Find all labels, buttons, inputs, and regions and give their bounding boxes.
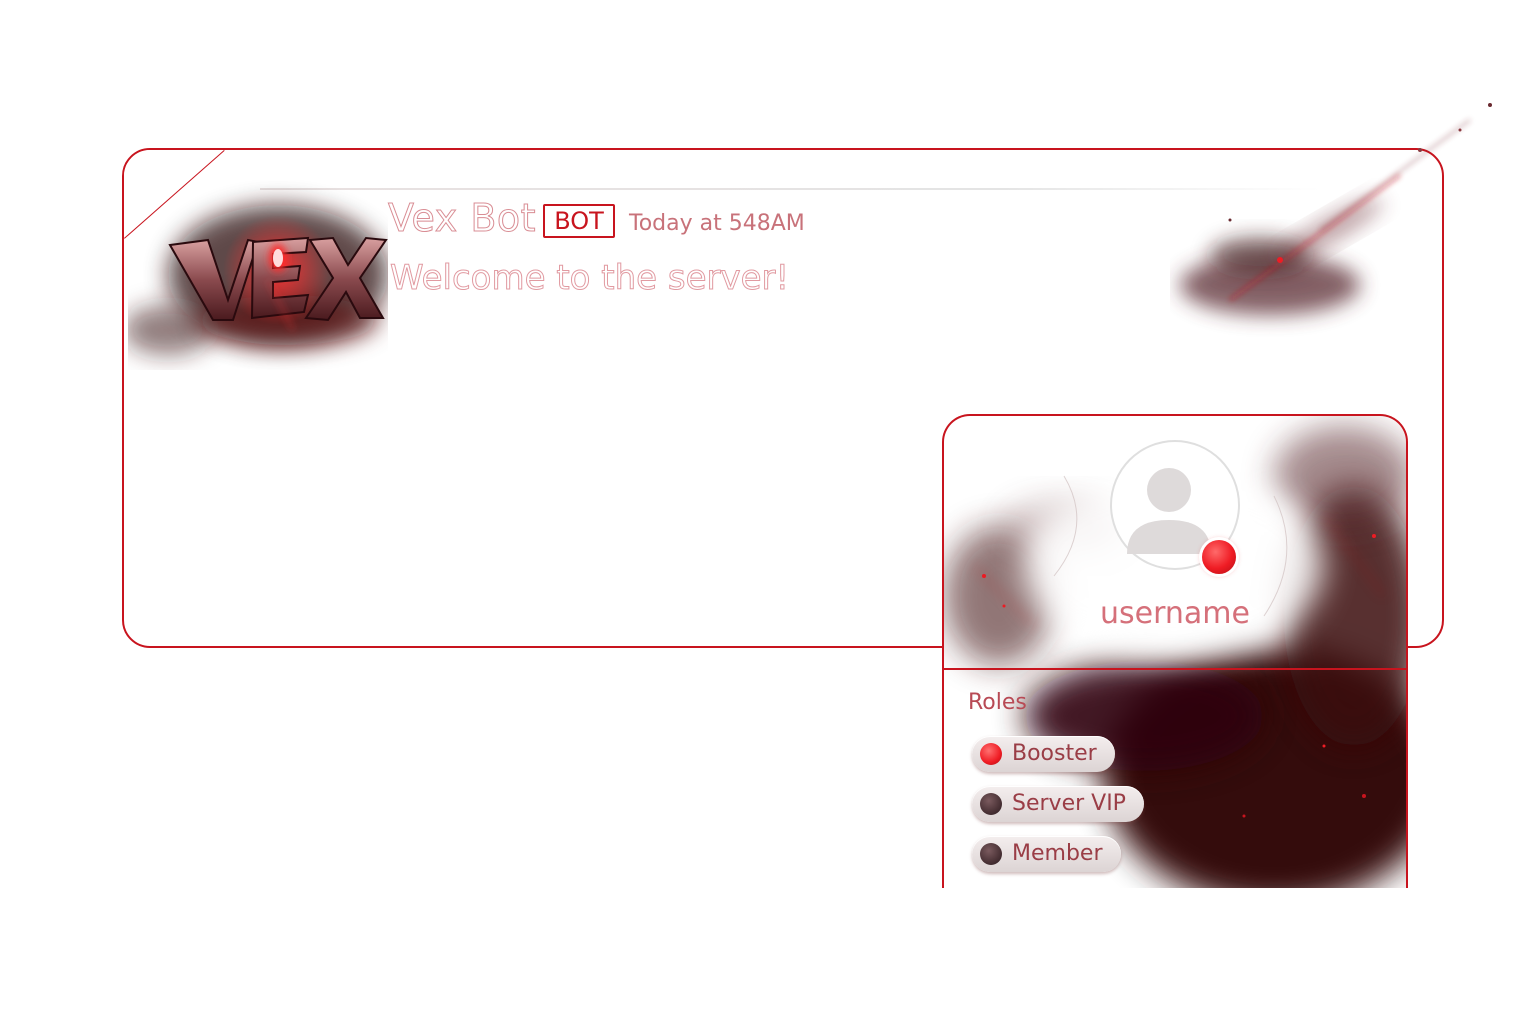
bot-badge: BOT xyxy=(543,204,615,238)
profile-username[interactable]: username xyxy=(1100,596,1250,631)
profile-smoke-background xyxy=(944,416,1406,888)
corner-accent-icon xyxy=(124,150,234,250)
role-label: Booster xyxy=(1012,741,1097,766)
roles-heading: Roles xyxy=(968,690,1027,715)
author-name[interactable]: Vex Bot xyxy=(387,196,537,241)
role-color-dot-icon xyxy=(980,793,1002,815)
role-color-dot-icon xyxy=(980,843,1002,865)
role-pill-member[interactable]: Member xyxy=(972,836,1121,872)
message-timestamp: Today at 548AM xyxy=(629,211,805,236)
role-color-dot-icon xyxy=(980,743,1002,765)
profile-card: username Roles Booster Server VIP Member xyxy=(942,414,1408,888)
role-label: Server VIP xyxy=(1012,791,1126,816)
status-online-icon xyxy=(1202,540,1236,574)
message-text: Welcome to the server! xyxy=(389,258,790,299)
role-pill-server-vip[interactable]: Server VIP xyxy=(972,786,1144,822)
user-silhouette-icon[interactable] xyxy=(1119,462,1219,562)
card-divider xyxy=(944,668,1406,670)
role-pill-booster[interactable]: Booster xyxy=(972,736,1115,772)
bot-avatar-logo[interactable] xyxy=(128,180,388,370)
role-label: Member xyxy=(1012,841,1103,866)
header-divider xyxy=(260,188,1320,190)
